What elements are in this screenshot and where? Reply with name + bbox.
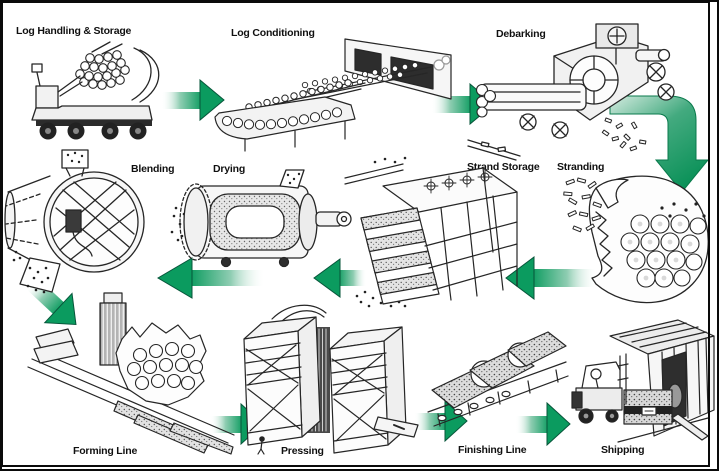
label-blending: Blending [131, 163, 175, 175]
log-conditioning-illustration [214, 38, 452, 152]
arrow-stranding-to-storage-icon [505, 256, 596, 300]
log-handling-illustration [31, 41, 160, 140]
label-log-conditioning: Log Conditioning [231, 27, 315, 39]
stranding-illustration [563, 175, 709, 304]
strand-storage-illustration [344, 156, 518, 308]
arrow-finishing-to-shipping-icon [516, 401, 571, 447]
label-drying: Drying [213, 163, 246, 175]
arrow-debarking-to-stranding-icon [609, 95, 710, 193]
label-shipping: Shipping [601, 444, 645, 456]
pressing-illustration [243, 304, 419, 455]
label-pressing: Pressing [281, 445, 324, 457]
debarking-illustration [467, 23, 675, 161]
arrow-drying-to-blending-icon [157, 257, 264, 299]
label-stranding: Stranding [557, 161, 605, 173]
blending-illustration [4, 149, 145, 294]
shipping-illustration [571, 319, 715, 443]
arrow-loghandling-to-conditioning-icon [162, 78, 225, 122]
label-forming-line: Forming Line [73, 445, 138, 457]
arrow-storage-to-drying-icon [313, 258, 366, 298]
label-debarking: Debarking [496, 28, 546, 40]
label-finishing-line: Finishing Line [458, 444, 527, 456]
forming-line-illustration [27, 292, 235, 455]
label-log-handling: Log Handling & Storage [16, 25, 132, 37]
drying-illustration [170, 169, 352, 268]
finishing-line-illustration [427, 331, 569, 427]
